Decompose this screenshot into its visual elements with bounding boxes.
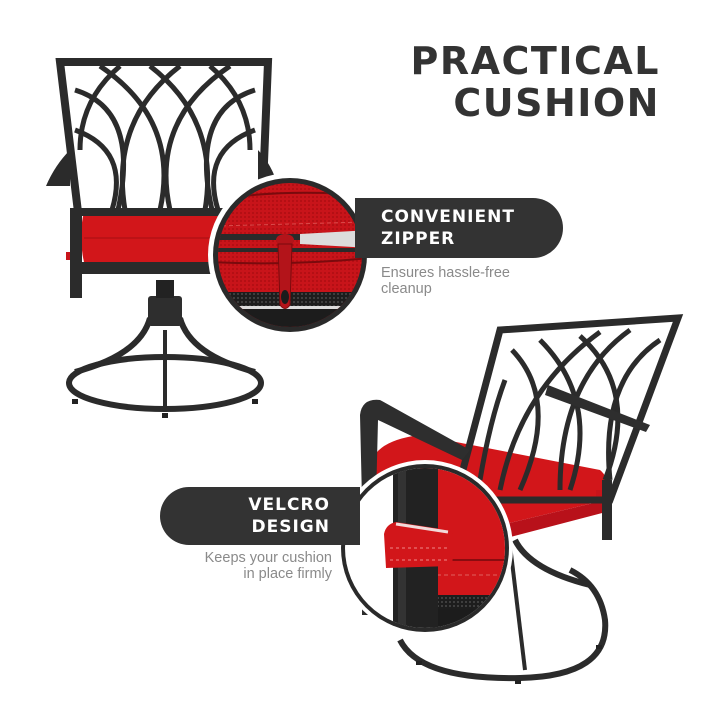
feature-description-velcro: Keeps your cushion in place firmly xyxy=(205,550,332,582)
feature-title-line-2: ZIPPER xyxy=(381,229,456,249)
feature-desc-line-2: in place firmly xyxy=(243,566,332,582)
velcro-detail-circle xyxy=(337,460,513,636)
headline-line-1: PRACTICAL xyxy=(410,39,660,83)
feature-label-zipper: CONVENIENT ZIPPER xyxy=(355,198,563,258)
feature-title-line-2: DESIGN xyxy=(251,517,330,537)
headline-line-2: CUSHION xyxy=(453,81,660,125)
feature-title-line-1: VELCRO xyxy=(248,495,330,515)
page-headline: PRACTICAL CUSHION xyxy=(411,40,660,124)
feature-desc-line-1: Ensures hassle-free xyxy=(381,265,510,281)
feature-title-line-1: CONVENIENT xyxy=(381,207,515,227)
feature-desc-line-1: Keeps your cushion xyxy=(204,550,332,566)
feature-description-zipper: Ensures hassle-free cleanup xyxy=(381,265,510,297)
feature-desc-line-2: cleanup xyxy=(381,281,432,297)
zipper-detail-circle xyxy=(208,173,372,337)
feature-label-velcro: VELCRO DESIGN xyxy=(160,487,360,545)
